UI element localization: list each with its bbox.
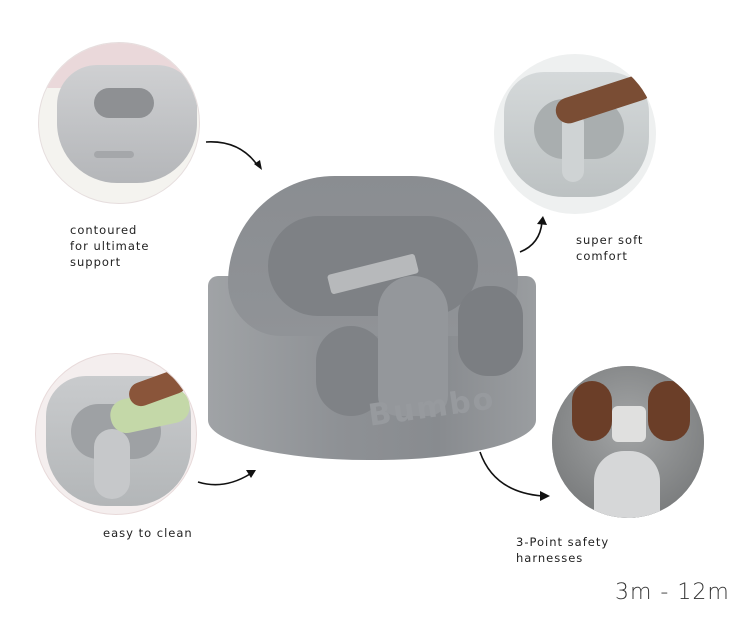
caption-harness: 3-Point safety harnesses: [516, 535, 610, 565]
feature-image-soft: [494, 54, 656, 214]
curved-arrow-icon: [197, 470, 256, 486]
age-range-label: 3m - 12m: [615, 580, 730, 605]
caption-contoured: contoured for ultimate support: [70, 223, 150, 269]
product-main-image: Bumbo: [208, 176, 536, 460]
caption-clean: easy to clean: [103, 526, 193, 540]
caption-soft: super soft comfort: [576, 233, 644, 263]
curved-arrow-icon: [519, 216, 547, 253]
feature-image-clean: [35, 353, 197, 515]
curved-arrow-icon: [205, 141, 262, 170]
feature-image-harness: [552, 366, 704, 518]
feature-image-contoured: [38, 42, 200, 204]
curved-arrow-icon: [479, 451, 550, 501]
